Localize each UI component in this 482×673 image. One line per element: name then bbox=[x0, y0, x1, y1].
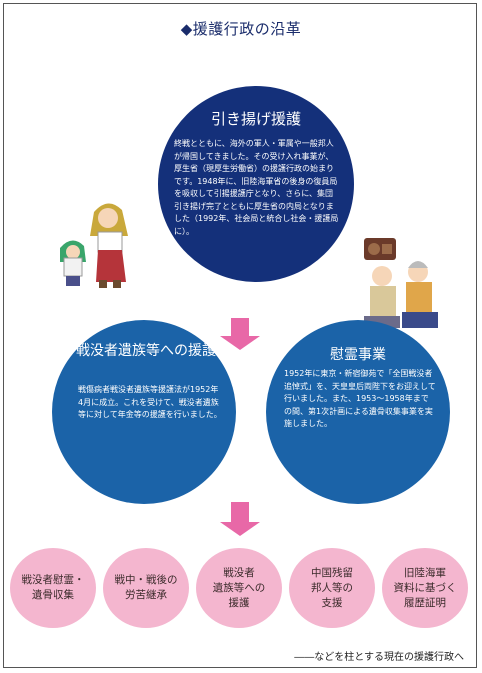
page-title: ◆援護行政の沿革 bbox=[180, 20, 302, 38]
footer-caption: ――などを柱とする現在の援護行政へ bbox=[294, 652, 464, 663]
mother-figure bbox=[90, 203, 128, 288]
elderly-couple-illustration bbox=[364, 238, 438, 328]
figure-frame bbox=[3, 3, 477, 668]
pillar-china-residents: 中国残留 邦人等の 支援 bbox=[289, 548, 375, 628]
pillar-memorial-remains: 戦没者慰霊・ 遺骨収集 bbox=[10, 548, 96, 628]
memorial-heading: 慰霊事業 bbox=[330, 347, 386, 363]
radio bbox=[364, 238, 396, 260]
old-woman-figure bbox=[402, 261, 438, 328]
bereaved-support-heading: 戦没者遺族等への援護 bbox=[76, 343, 216, 359]
pillar-hardship-legacy: 戦中・戦後の 労苦継承 bbox=[103, 548, 189, 628]
family-illustration bbox=[60, 203, 128, 288]
bereaved-support-body: 戦傷病者戦没者遺族等援護法が1952年4月に成立。これを受けて、戦没者遺族等に対… bbox=[78, 385, 222, 419]
old-man-figure bbox=[364, 266, 400, 328]
repatriation-body: 終戦とともに、海外の軍人・軍属や一般邦人が帰国してきました。その受け入れ事業が、… bbox=[174, 139, 339, 236]
down-arrow-2 bbox=[220, 502, 260, 542]
repatriation-circle: 引き揚げ援護 終戦とともに、海外の軍人・軍属や一般邦人が帰国してきました。その受… bbox=[158, 86, 354, 282]
pillar-service-records: 旧陸海軍 資料に基づく 履歴証明 bbox=[382, 548, 468, 628]
bereaved-support-circle: 戦没者遺族等への援護 戦傷病者戦没者遺族等援護法が1952年4月に成立。これを受… bbox=[52, 320, 236, 504]
child-figure bbox=[60, 240, 86, 286]
pillar-bereaved-support: 戦没者 遺族等への 援護 bbox=[196, 548, 282, 628]
memorial-circle: 慰霊事業 1952年に東京・新宿御苑で「全国戦没者追悼式」を、天皇皇后両陛下をお… bbox=[266, 320, 450, 504]
down-arrow-1 bbox=[220, 318, 260, 358]
repatriation-heading: 引き揚げ援護 bbox=[210, 110, 301, 128]
memorial-body: 1952年に東京・新宿御苑で「全国戦没者追悼式」を、天皇皇后両陛下をお迎えして行… bbox=[284, 369, 436, 428]
